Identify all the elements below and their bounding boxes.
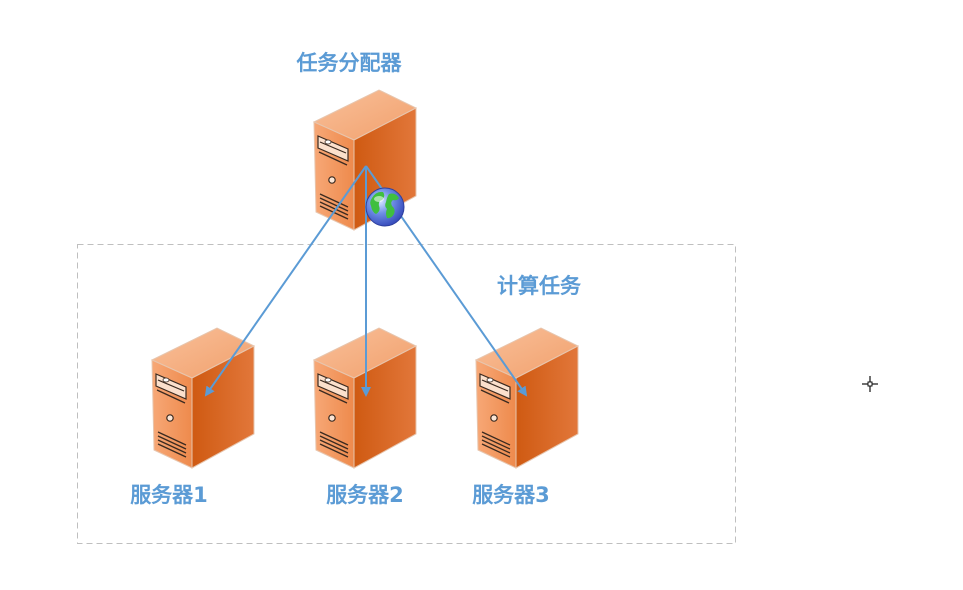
server-label-2: 服务器2 — [326, 483, 404, 507]
compute-task-group-border — [77, 244, 736, 544]
server-label-1: 服务器1 — [130, 483, 208, 507]
crosshair-cursor-icon — [862, 376, 878, 392]
server-icon-3[interactable] — [475, 327, 579, 469]
edge-dispatcher-to-server-1 — [204, 165, 367, 397]
server-label-3: 服务器3 — [472, 483, 550, 507]
globe-icon — [365, 187, 405, 227]
group-label: 计算任务 — [497, 274, 582, 298]
dispatcher-label: 任务分配器 — [296, 51, 403, 75]
